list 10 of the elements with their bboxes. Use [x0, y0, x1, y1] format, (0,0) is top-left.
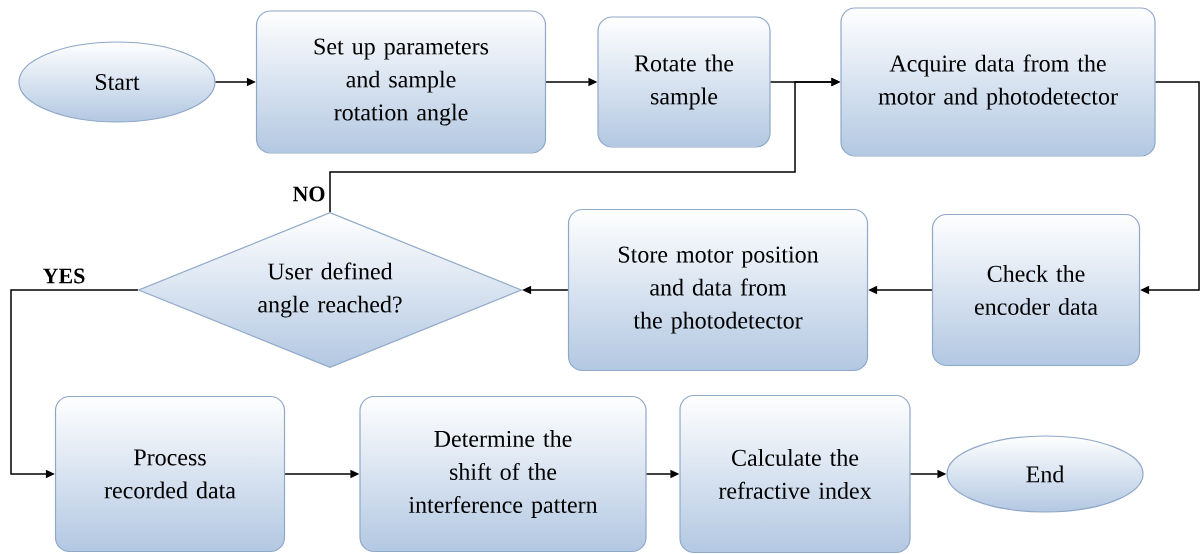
process-box: Process recorded data [54, 395, 286, 553]
process-box: Check the encoder data [931, 213, 1141, 367]
process-box: Determine the shift of the interference pattern [359, 395, 647, 553]
edge-label: NO [291, 185, 327, 203]
process-box: Calculate the refractive index [679, 394, 911, 554]
process-box: Rotate the sample [597, 16, 771, 148]
process-box: Store motor position and data from the photodetector [567, 208, 869, 372]
edge-label: YES [41, 267, 87, 285]
process-box: Acquire data from the motor and photodetector [840, 7, 1156, 157]
process-box: Set up parameters and sample rotation angle [255, 10, 547, 154]
